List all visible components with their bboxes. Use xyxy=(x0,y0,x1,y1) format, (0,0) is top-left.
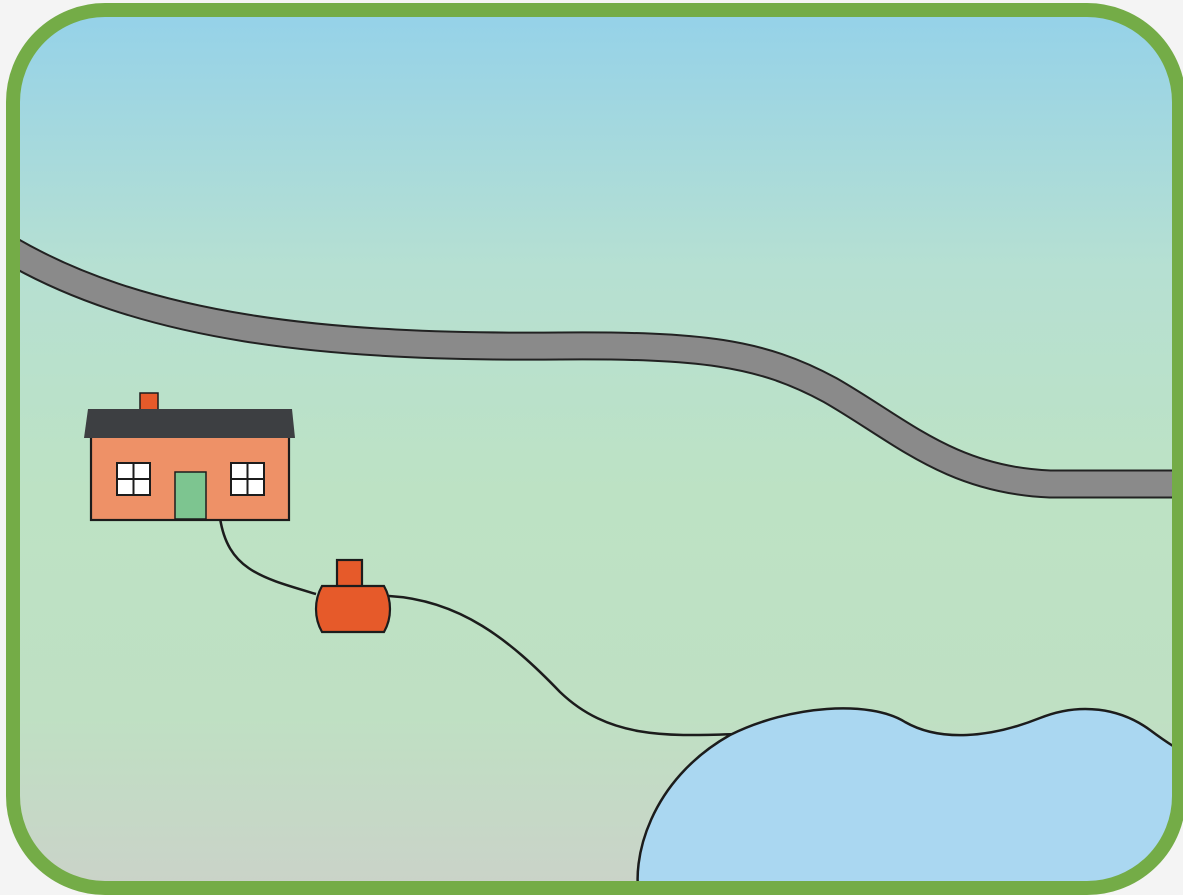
house-door xyxy=(175,472,206,519)
house-icon xyxy=(84,393,295,520)
house-window-left xyxy=(117,463,150,495)
house-roof xyxy=(84,409,295,438)
house-window-right xyxy=(231,463,264,495)
